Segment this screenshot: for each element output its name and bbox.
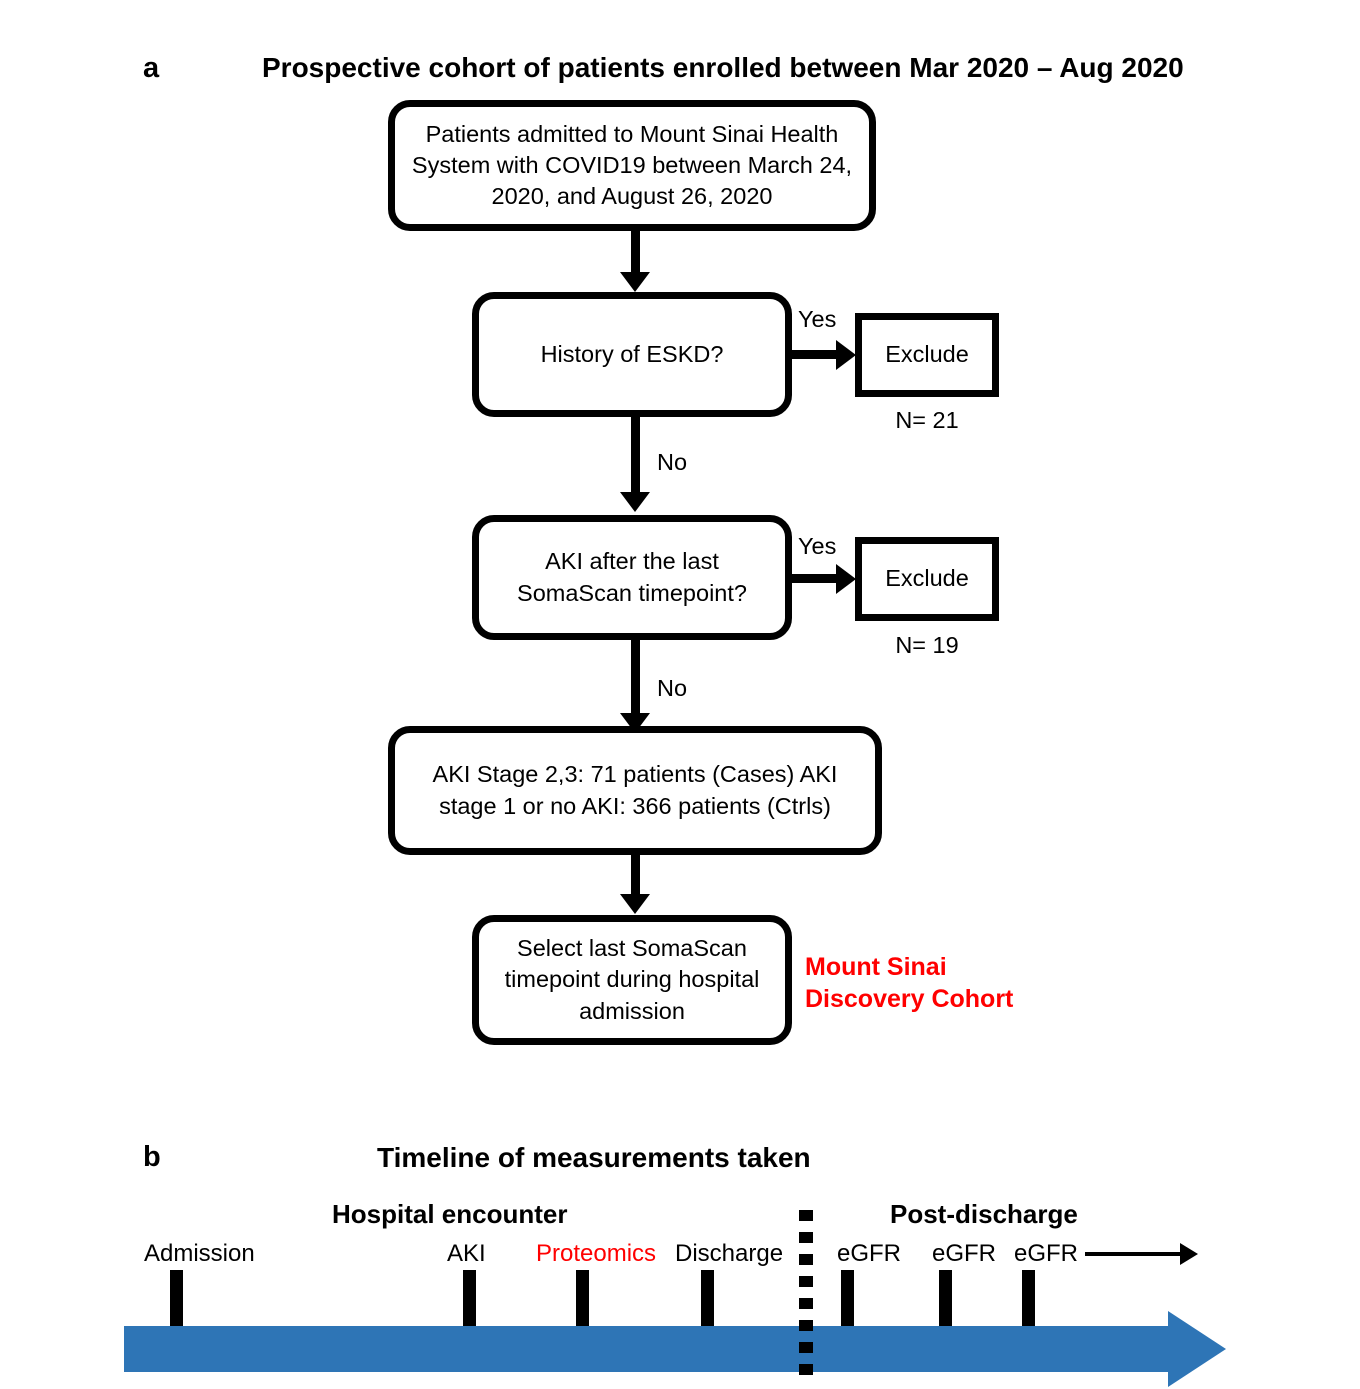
connector-aki-no [631, 640, 640, 716]
timeline-label-admission: Admission [144, 1240, 255, 1267]
timeline-tick-egfr-2 [939, 1270, 952, 1332]
panel-a-letter: a [143, 52, 160, 84]
panel-b-title: Timeline of measurements taken [377, 1142, 811, 1173]
connector-eskd-yes [792, 350, 840, 359]
box-exclude-eskd: Exclude [855, 313, 999, 397]
timeline-label-proteomics: Proteomics [536, 1240, 657, 1267]
callout-line-2: Discovery Cohort [805, 985, 1014, 1013]
timeline-label-discharge: Discharge [675, 1240, 784, 1267]
arrowhead-admitted-to-eskd [620, 272, 650, 292]
edge-label-aki-no: No [657, 675, 688, 701]
box-select-timepoint: Select last SomaScan timepoint during ho… [472, 915, 792, 1045]
timeline-label-egfr-2: eGFR [932, 1240, 997, 1267]
timeline-tick-proteomics [576, 1270, 589, 1332]
timeline-discharge-separator [799, 1210, 813, 1385]
timeline-axis-bar [124, 1326, 1168, 1372]
arrowhead-aki-yes [836, 564, 856, 594]
timeline-tick-aki [463, 1270, 476, 1332]
box-aki-question: AKI after the last SomaScan timepoint? [472, 515, 792, 640]
box-exclude-aki: Exclude [855, 537, 999, 621]
timeline-tick-discharge [701, 1270, 714, 1332]
box-eskd-question: History of ESKD? [472, 292, 792, 417]
timeline-tick-egfr-1 [841, 1270, 854, 1332]
arrowhead-eskd-yes [836, 340, 856, 370]
arrowhead-stage-to-select [620, 894, 650, 914]
edge-label-aki-yes: Yes [798, 533, 837, 559]
timeline-axis-arrowhead [1168, 1311, 1226, 1387]
timeline-group-hospital-encounter: Hospital encounter [332, 1199, 568, 1229]
panel-b-letter: b [143, 1141, 161, 1173]
timeline-group-post-discharge: Post-discharge [890, 1199, 1078, 1229]
timeline-followup-arrow-line [1085, 1252, 1182, 1256]
arrowhead-eskd-no [620, 492, 650, 512]
timeline-tick-egfr-3 [1022, 1270, 1035, 1332]
callout-discovery-cohort: Mount Sinai Discovery Cohort [805, 951, 1013, 1015]
timeline-tick-admission [170, 1270, 183, 1332]
timeline-label-egfr-3: eGFR [1014, 1240, 1079, 1267]
edge-label-eskd-no: No [657, 449, 688, 475]
box-patients-admitted: Patients admitted to Mount Sinai Health … [388, 100, 876, 231]
label-exclude-eskd-n: N= 21 [895, 407, 959, 433]
connector-eskd-no [631, 417, 640, 495]
box-aki-stage-summary: AKI Stage 2,3: 71 patients (Cases) AKI s… [388, 726, 882, 855]
connector-stage-to-select [631, 855, 640, 897]
connector-admitted-to-eskd [631, 231, 640, 275]
timeline-label-aki: AKI [447, 1240, 486, 1267]
panel-a-title: Prospective cohort of patients enrolled … [262, 52, 1184, 83]
connector-aki-yes [792, 574, 840, 583]
edge-label-eskd-yes: Yes [798, 306, 837, 332]
callout-line-1: Mount Sinai [805, 953, 947, 981]
timeline-label-egfr-1: eGFR [837, 1240, 902, 1267]
label-exclude-aki-n: N= 19 [895, 632, 959, 658]
timeline-followup-arrow-head [1180, 1243, 1198, 1265]
